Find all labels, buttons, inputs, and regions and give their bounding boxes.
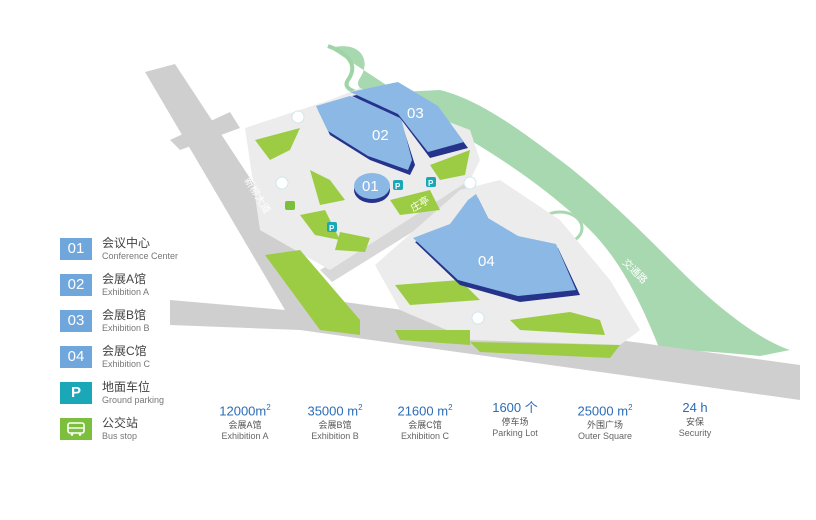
blue-number-icon: 02 bbox=[60, 274, 92, 296]
legend-label-en: Conference Center bbox=[102, 251, 179, 261]
lawn bbox=[395, 330, 470, 345]
location-pin-icon bbox=[471, 311, 485, 325]
parking-icon[interactable]: P bbox=[327, 222, 337, 233]
stat-security: 24 h 安保 Security bbox=[650, 400, 740, 439]
bus-icon bbox=[60, 418, 92, 440]
stat-unit: m bbox=[343, 403, 359, 419]
legend-label-en: Exhibition C bbox=[102, 359, 151, 369]
lawn bbox=[300, 210, 340, 240]
legend-label-en: Bus stop bbox=[102, 431, 138, 441]
stat-label-zh: 会展C馆 bbox=[408, 420, 442, 431]
blue-number-icon: 03 bbox=[60, 310, 92, 332]
stat-unit: 个 bbox=[521, 400, 538, 415]
stat-label-en: Exhibition B bbox=[311, 431, 359, 442]
building-02-number: 02 bbox=[372, 127, 389, 144]
legend-item-bus-stop: 公交站 Bus stop bbox=[60, 416, 260, 446]
stat-value: 1600 bbox=[492, 400, 522, 415]
building-03[interactable]: 03 bbox=[350, 82, 468, 158]
lawn bbox=[395, 280, 480, 305]
stat-parking-lot: 1600 个 停车场 Parking Lot bbox=[470, 400, 560, 439]
building-04[interactable]: 04 bbox=[413, 194, 580, 302]
stat-value: 24 bbox=[682, 400, 697, 415]
location-pin-icon bbox=[291, 110, 305, 124]
stat-label-en: Security bbox=[678, 428, 712, 438]
legend-label-zh: 会展A馆 bbox=[102, 272, 147, 286]
legend-label-zh: 会展B馆 bbox=[102, 308, 147, 322]
stat-exhibition-c: 21600 m2 会展C馆 Exhibition C bbox=[380, 400, 470, 442]
blue-number-icon: 04 bbox=[60, 346, 92, 368]
stat-unit-sup: 2 bbox=[448, 403, 453, 412]
stat-unit: m bbox=[255, 403, 267, 419]
stat-exhibition-b: 35000 m2 会展B馆 Exhibition B bbox=[290, 400, 380, 442]
svg-text:P: P bbox=[428, 179, 434, 188]
stat-label-en: Outer Square bbox=[577, 431, 633, 442]
lawn bbox=[255, 128, 300, 160]
legend-item-exhibition-a: 02 会展A馆 Exhibition A bbox=[60, 272, 260, 302]
river-bank bbox=[330, 46, 790, 356]
stat-unit: h bbox=[696, 400, 708, 415]
facility-stats: 12000m2 会展A馆 Exhibition A 35000 m2 会展B馆 … bbox=[200, 400, 740, 450]
lawn bbox=[430, 150, 470, 180]
parking-icon[interactable]: P bbox=[393, 180, 403, 191]
legend-label-zh: 会展C馆 bbox=[102, 344, 147, 358]
stat-value: 25000 bbox=[577, 403, 614, 419]
stat-unit-sup: 2 bbox=[628, 403, 633, 412]
legend-label-zh: 会议中心 bbox=[102, 236, 151, 250]
road-northwest bbox=[170, 112, 240, 150]
legend-label-en: Exhibition A bbox=[102, 287, 150, 297]
stat-label-zh: 会展B馆 bbox=[318, 420, 352, 431]
stat-unit-sup: 2 bbox=[358, 403, 363, 412]
stat-label-en: Exhibition A bbox=[221, 431, 269, 442]
stat-label-en: Parking Lot bbox=[492, 428, 538, 438]
stat-value: 21600 bbox=[397, 403, 434, 419]
location-pin-icon bbox=[275, 176, 289, 190]
stat-label-zh: 停车场 bbox=[501, 417, 529, 427]
legend-label-zh: 地面车位 bbox=[102, 380, 151, 394]
svg-text:P: P bbox=[329, 224, 335, 233]
building-01[interactable]: 01 bbox=[354, 173, 390, 203]
stat-exhibition-a: 12000m2 会展A馆 Exhibition A bbox=[200, 400, 290, 442]
building-04-number: 04 bbox=[478, 253, 495, 270]
lawn bbox=[265, 250, 360, 335]
stat-unit-sup: 2 bbox=[266, 403, 271, 412]
road-west-diagonal bbox=[145, 64, 800, 400]
stat-outer-square: 25000 m2 外围广场 Outer Square bbox=[560, 400, 650, 442]
legend-item-exhibition-c: 04 会展C馆 Exhibition C bbox=[60, 344, 260, 374]
building-03-number: 03 bbox=[407, 105, 424, 122]
stat-value: 35000 bbox=[307, 403, 344, 419]
stat-label-en: Exhibition C bbox=[400, 431, 450, 442]
building-01-number: 01 bbox=[362, 178, 379, 195]
legend-item-conference-center: 01 会议中心 Conference Center bbox=[60, 236, 260, 266]
parking-icon[interactable]: P bbox=[426, 177, 436, 188]
legend-item-ground-parking: P 地面车位 Ground parking bbox=[60, 380, 260, 410]
blue-number-icon: 01 bbox=[60, 238, 92, 260]
stat-label-zh: 会展A馆 bbox=[228, 420, 262, 431]
road-inner-diagonal bbox=[320, 180, 480, 282]
legend-item-exhibition-b: 03 会展B馆 Exhibition B bbox=[60, 308, 260, 338]
building-02[interactable]: 02 bbox=[316, 96, 415, 175]
stat-label-zh: 外围广场 bbox=[586, 420, 623, 431]
lawn bbox=[335, 232, 370, 252]
lawn bbox=[390, 190, 440, 215]
legend-label-en: Exhibition B bbox=[102, 323, 150, 333]
location-pin-icon bbox=[463, 176, 477, 190]
lawn bbox=[470, 342, 620, 358]
stat-value: 12000 bbox=[219, 403, 256, 419]
stat-unit: m bbox=[613, 403, 629, 419]
lawn bbox=[510, 312, 605, 335]
bus-icon[interactable] bbox=[285, 201, 295, 210]
legend-label-en: Ground parking bbox=[102, 395, 165, 405]
stat-unit: m bbox=[433, 403, 449, 419]
stat-label-zh: 安保 bbox=[685, 417, 704, 427]
parking-icon: P bbox=[60, 382, 92, 404]
legend-label-zh: 公交站 bbox=[102, 416, 139, 430]
svg-text:P: P bbox=[395, 182, 401, 191]
lawn bbox=[310, 170, 345, 205]
